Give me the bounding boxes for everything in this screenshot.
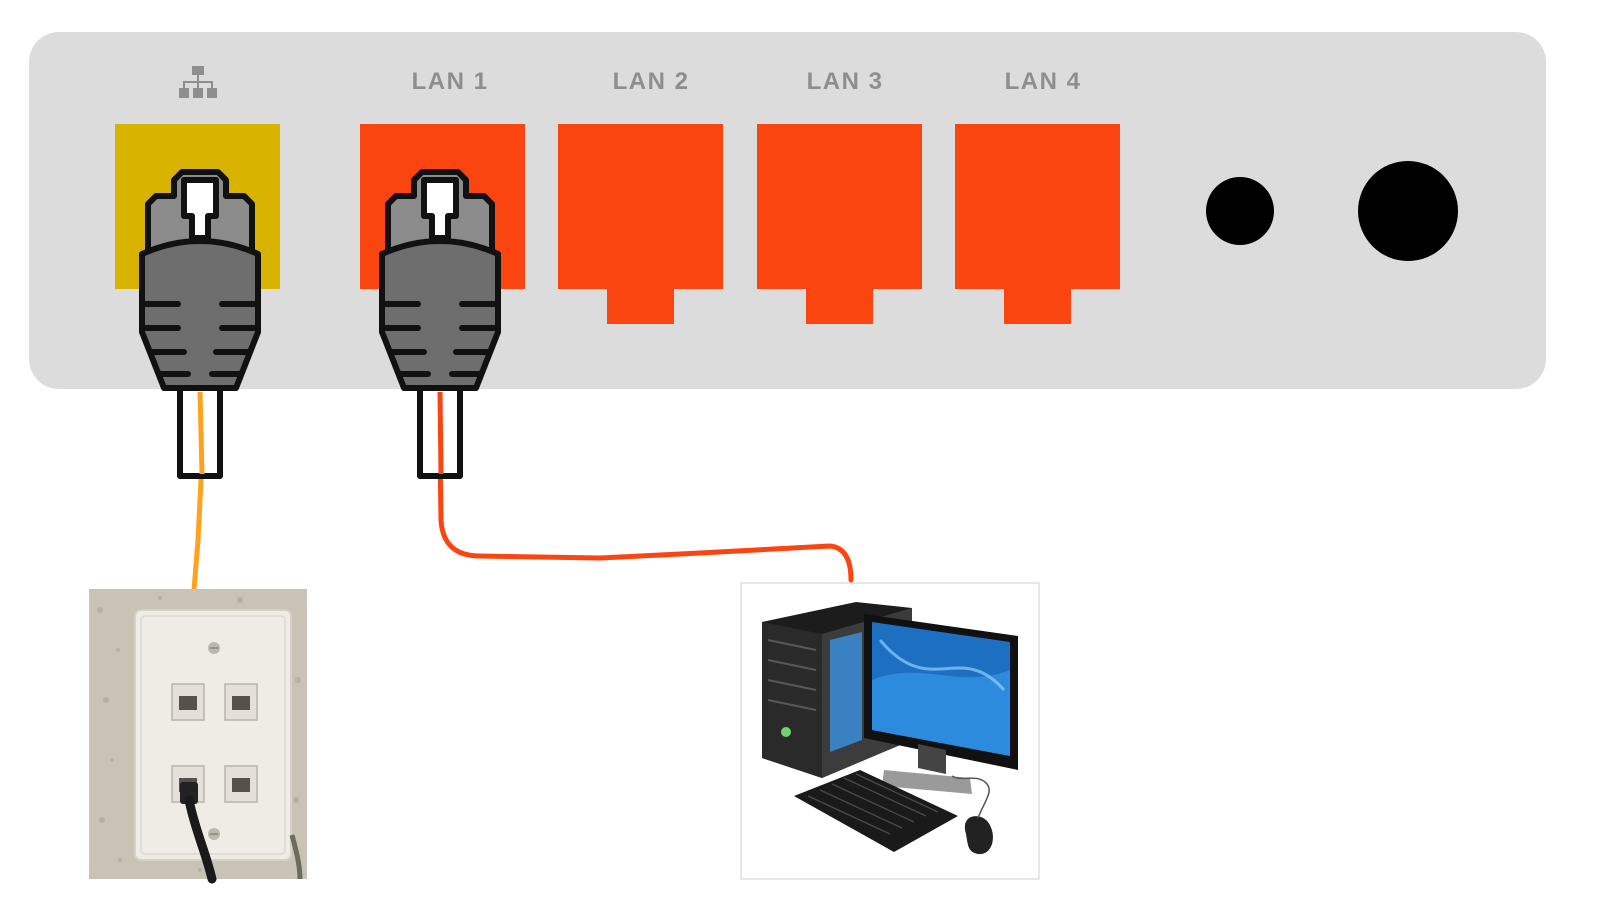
port-label-lan4: LAN 4: [1004, 68, 1082, 95]
lan1-rj45-plug: [382, 172, 498, 476]
network-icon: [179, 66, 217, 98]
lan2-port: [558, 124, 723, 324]
desktop-computer-illustration: [740, 582, 1040, 880]
power-jack: [1358, 161, 1458, 261]
reset-button-hole: [1206, 177, 1274, 245]
lan-cable: [437, 389, 854, 583]
lan4-port: [955, 124, 1120, 324]
port-label-lan1: LAN 1: [411, 68, 489, 95]
wall-plate-photo: [89, 589, 307, 884]
wan-rj45-plug: [142, 172, 258, 476]
port-label-lan2: LAN 2: [612, 68, 690, 95]
port-label-lan3: LAN 3: [806, 68, 884, 95]
lan3-port: [757, 124, 922, 324]
